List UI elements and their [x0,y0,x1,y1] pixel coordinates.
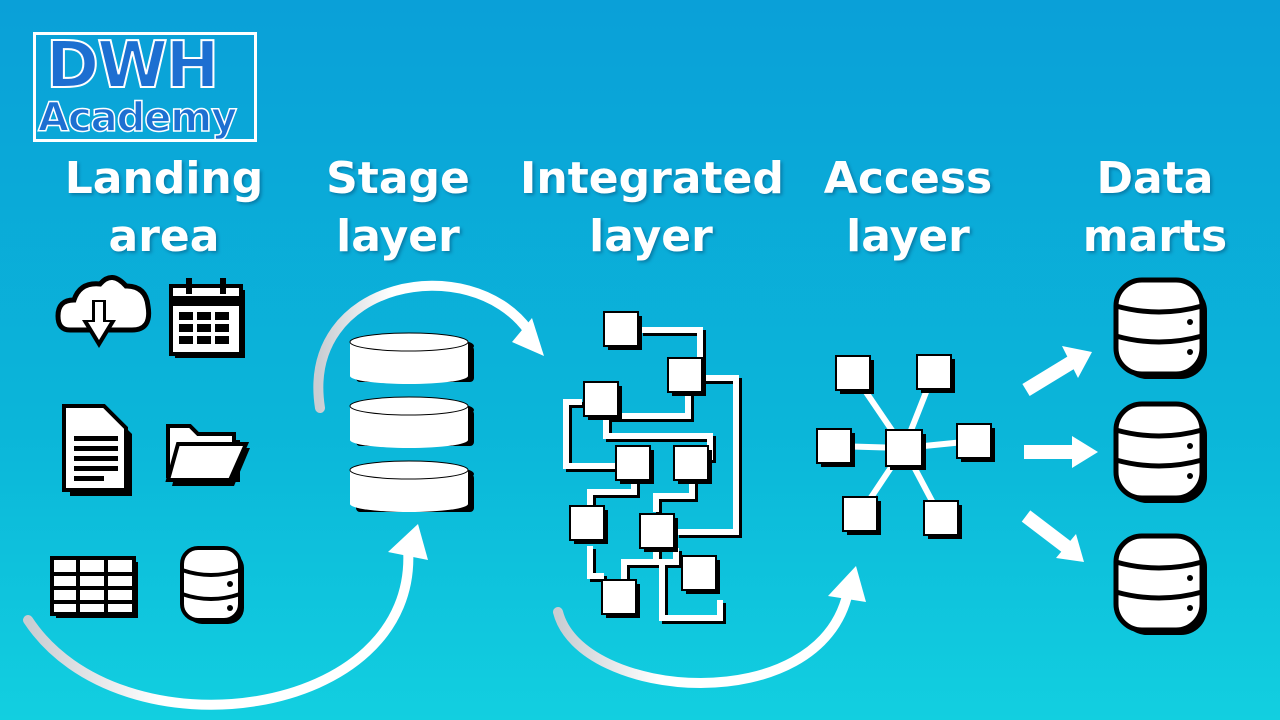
integrated-node [601,579,640,618]
integrated-node [639,513,678,552]
table-icon [50,556,138,618]
access-layer-title: Access layer [818,150,998,266]
integrated-layer-title-line1: Integrated [520,153,784,204]
access-node [835,355,874,394]
stage-layer-title: Stage layer [318,150,478,266]
landing-area-title-line1: Landing [64,153,264,204]
logo-subtitle: Academy [37,94,238,142]
access-layer-star [816,354,995,539]
integrated-layer-title-line2: layer [589,211,713,262]
stage-layer-title-line1: Stage [326,153,470,204]
access-layer-title-line2: layer [846,211,970,262]
integrated-node [603,311,642,350]
arrow-to-mart-3 [1021,510,1084,562]
data-marts-title-line2: marts [1082,211,1228,262]
data-mart-database-icon [1113,277,1207,379]
access-hub-node [885,429,926,470]
stage-disk-2 [349,396,474,448]
access-layer-title-line1: Access [823,153,993,204]
calendar-icon [169,278,245,358]
landing-area-title: Landing area [62,150,266,266]
landing-area-title-line2: area [108,211,220,262]
flow-arrow-landing-to-stage [23,524,428,710]
integrated-node [583,381,622,420]
integrated-node [615,445,654,484]
integrated-layer-title: Integrated layer [520,150,784,266]
flow-arrow-integrated-to-access [553,566,866,688]
data-marts-title-line1: Data [1096,153,1214,204]
access-node [956,423,995,462]
document-icon [62,404,132,496]
data-mart-database-icon [1113,401,1207,503]
integrated-node [673,445,712,484]
data-mart-database-icon [1113,533,1207,635]
data-marts-title: Data marts [1080,150,1230,266]
integrated-node [667,357,706,396]
logo-title: DWH [45,28,220,104]
flow-arrow-stage-to-integrated [313,280,544,413]
access-node [923,500,962,539]
integrated-node [681,555,720,594]
arrow-to-mart-1 [1022,346,1092,396]
integrated-node [569,505,608,544]
folder-icon [165,424,250,486]
dwh-academy-logo: DWH Academy [33,28,257,142]
stage-disk-1 [349,332,474,384]
access-node [816,428,855,467]
integrated-layer-network [563,311,742,624]
stage-disk-3 [349,460,474,512]
stage-layer-title-line2: layer [336,211,460,262]
cloud-download-icon [55,275,152,348]
access-node [842,496,881,535]
access-node [916,354,955,393]
arrow-to-mart-2 [1024,436,1098,468]
database-icon [180,546,244,624]
